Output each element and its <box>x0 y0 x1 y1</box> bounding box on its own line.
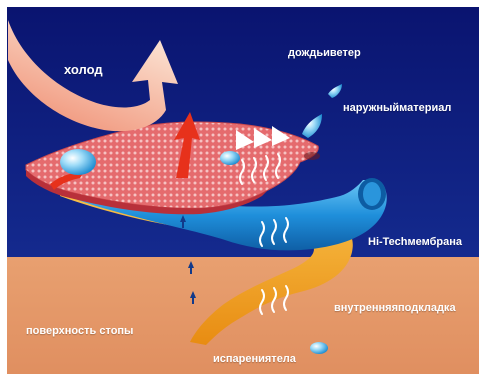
label-body-evaporation: испарениятела <box>213 353 296 365</box>
label-outer-material: наружныйматериал <box>343 102 451 114</box>
water-droplet-large <box>60 149 96 175</box>
label-foot-surface: поверхность стопы <box>26 325 133 337</box>
label-membrane: Hi-Techмембрана <box>368 236 462 248</box>
sweat-droplet <box>310 342 328 354</box>
label-cold: холод <box>64 62 103 77</box>
label-rain-wind: дождьиветер <box>288 47 361 59</box>
label-inner-lining: внутренняяподкладка <box>334 302 456 314</box>
water-droplet-small <box>220 151 240 165</box>
